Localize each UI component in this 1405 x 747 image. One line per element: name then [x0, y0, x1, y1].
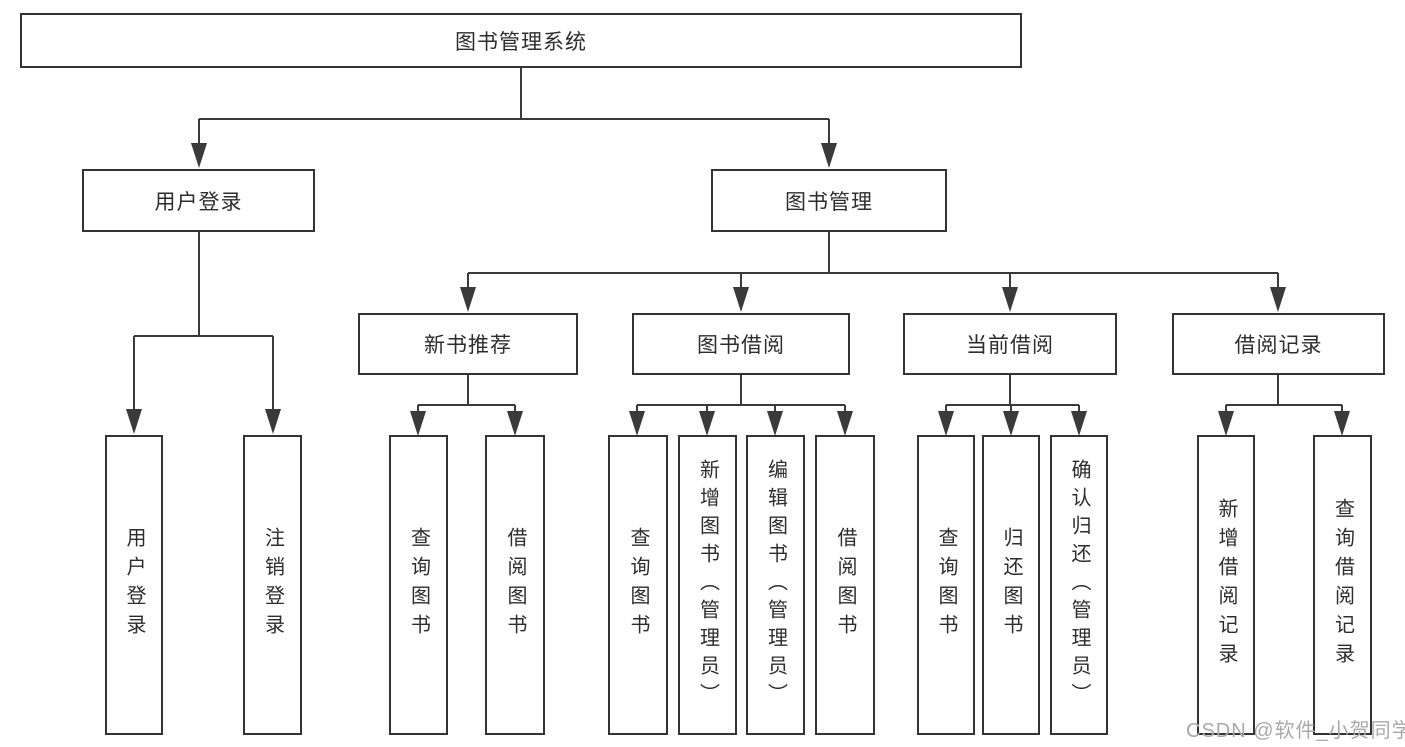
arrowhead-icon [1003, 411, 1019, 436]
node-root: 图书管理系统 [20, 13, 1022, 68]
leaf-add-books-admin-label: 新增图书（管理员） [696, 459, 719, 711]
leaf-query-books-1: 查询图书 [389, 435, 448, 735]
leaf-add-borrow-record: 新增借阅记录 [1197, 435, 1255, 735]
connector-arrowheads [126, 143, 1350, 436]
leaf-edit-books-admin: 编辑图书（管理员） [746, 435, 805, 735]
arrowhead-icon [1334, 411, 1350, 436]
arrowhead-icon [1218, 411, 1234, 436]
leaf-query-books-3-label: 查询图书 [935, 527, 957, 643]
node-book-borrow-label: 图书借阅 [697, 334, 785, 357]
node-user-login: 用户登录 [82, 169, 315, 232]
arrowhead-icon [460, 287, 476, 312]
leaf-user-login: 用户登录 [105, 435, 163, 735]
node-current-borrow: 当前借阅 [903, 313, 1117, 375]
leaf-logout-label: 注销登录 [261, 527, 284, 643]
leaf-confirm-return-admin-label: 确认归还（管理员） [1068, 459, 1090, 711]
watermark: CSDN @软件_小贺同学 [1186, 720, 1405, 742]
node-book-borrow: 图书借阅 [632, 313, 850, 375]
node-new-book-recommend: 新书推荐 [358, 313, 578, 375]
arrowhead-icon [1270, 287, 1286, 312]
node-current-borrow-label: 当前借阅 [966, 334, 1054, 357]
arrowhead-icon [821, 143, 837, 168]
arrowhead-icon [767, 411, 783, 436]
leaf-return-books-label: 归还图书 [1000, 527, 1022, 643]
leaf-confirm-return-admin: 确认归还（管理员） [1050, 435, 1108, 735]
leaf-return-books: 归还图书 [982, 435, 1040, 735]
arrowhead-icon [938, 411, 954, 436]
node-root-label: 图书管理系统 [455, 30, 587, 54]
node-user-login-label: 用户登录 [154, 190, 243, 214]
node-book-management-label: 图书管理 [785, 190, 873, 214]
leaf-query-books-1-label: 查询图书 [407, 527, 430, 643]
arrowhead-icon [837, 411, 853, 436]
leaf-borrow-books-2: 借阅图书 [815, 435, 875, 735]
leaf-edit-books-admin-label: 编辑图书（管理员） [764, 459, 787, 711]
node-new-book-recommend-label: 新书推荐 [424, 334, 512, 357]
leaf-user-login-label: 用户登录 [123, 527, 145, 643]
leaf-query-books-2: 查询图书 [608, 435, 668, 735]
arrowhead-icon [265, 409, 281, 434]
arrowhead-icon [699, 411, 715, 436]
arrowhead-icon [629, 411, 645, 436]
arrowhead-icon [507, 411, 523, 436]
node-borrow-records-label: 借阅记录 [1234, 334, 1323, 357]
arrowhead-icon [410, 411, 426, 436]
leaf-query-books-2-label: 查询图书 [627, 527, 649, 643]
leaf-borrow-books-1-label: 借阅图书 [504, 527, 526, 643]
arrowhead-icon [733, 287, 749, 312]
arrowhead-icon [1071, 411, 1087, 436]
leaf-query-books-3: 查询图书 [917, 435, 975, 735]
node-borrow-records: 借阅记录 [1172, 313, 1385, 375]
arrowhead-icon [126, 409, 142, 434]
leaf-add-books-admin: 新增图书（管理员） [678, 435, 737, 735]
leaf-borrow-books-2-label: 借阅图书 [834, 527, 856, 643]
connector-lines [133, 68, 1343, 412]
leaf-query-borrow-record-label: 查询借阅记录 [1331, 498, 1354, 672]
node-book-management: 图书管理 [711, 169, 947, 232]
arrowhead-icon [191, 143, 207, 168]
leaf-logout: 注销登录 [243, 435, 302, 735]
leaf-add-borrow-record-label: 新增借阅记录 [1215, 498, 1237, 672]
leaf-query-borrow-record: 查询借阅记录 [1313, 435, 1372, 735]
arrowhead-icon [1002, 287, 1018, 312]
leaf-borrow-books-1: 借阅图书 [485, 435, 545, 735]
